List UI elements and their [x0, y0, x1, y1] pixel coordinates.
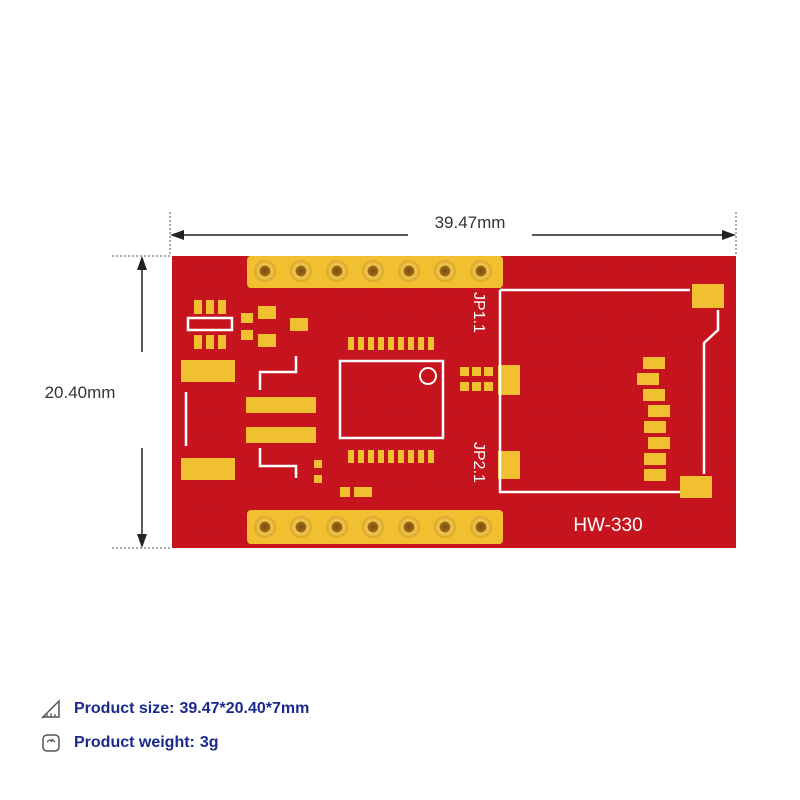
spec-size-value: 39.47*20.40*7mm [179, 700, 310, 717]
width-dimension: 39.47mm [169, 212, 737, 256]
pcb-board: JP1.1 JP2.1 [172, 256, 736, 548]
left-components [181, 300, 372, 497]
left-silkscreen [184, 316, 298, 478]
connector-bottom-label: JP2.1 [470, 442, 487, 483]
connector-top-label: JP1.1 [470, 292, 487, 333]
middle-pads [460, 365, 520, 479]
ruler-icon [40, 698, 62, 720]
spec-weight-label: Product weight: [74, 734, 195, 751]
spec-size: Product size:39.47*20.40*7mm [40, 697, 309, 721]
top-pin-header [247, 256, 503, 288]
antenna-area [498, 284, 724, 498]
spec-weight-value: 3g [199, 734, 219, 751]
spec-size-label: Product size: [74, 700, 175, 717]
width-label: 39.47mm [435, 213, 506, 232]
scale-icon [40, 732, 62, 754]
spec-weight: Product weight:3g [40, 731, 219, 755]
height-label: 20.40mm [45, 383, 116, 402]
capacitor-stack [637, 357, 670, 481]
height-dimension: 20.40mm [45, 255, 172, 549]
model-label: HW-330 [573, 515, 642, 536]
bottom-pin-header [247, 510, 503, 544]
main-chip [338, 337, 445, 463]
